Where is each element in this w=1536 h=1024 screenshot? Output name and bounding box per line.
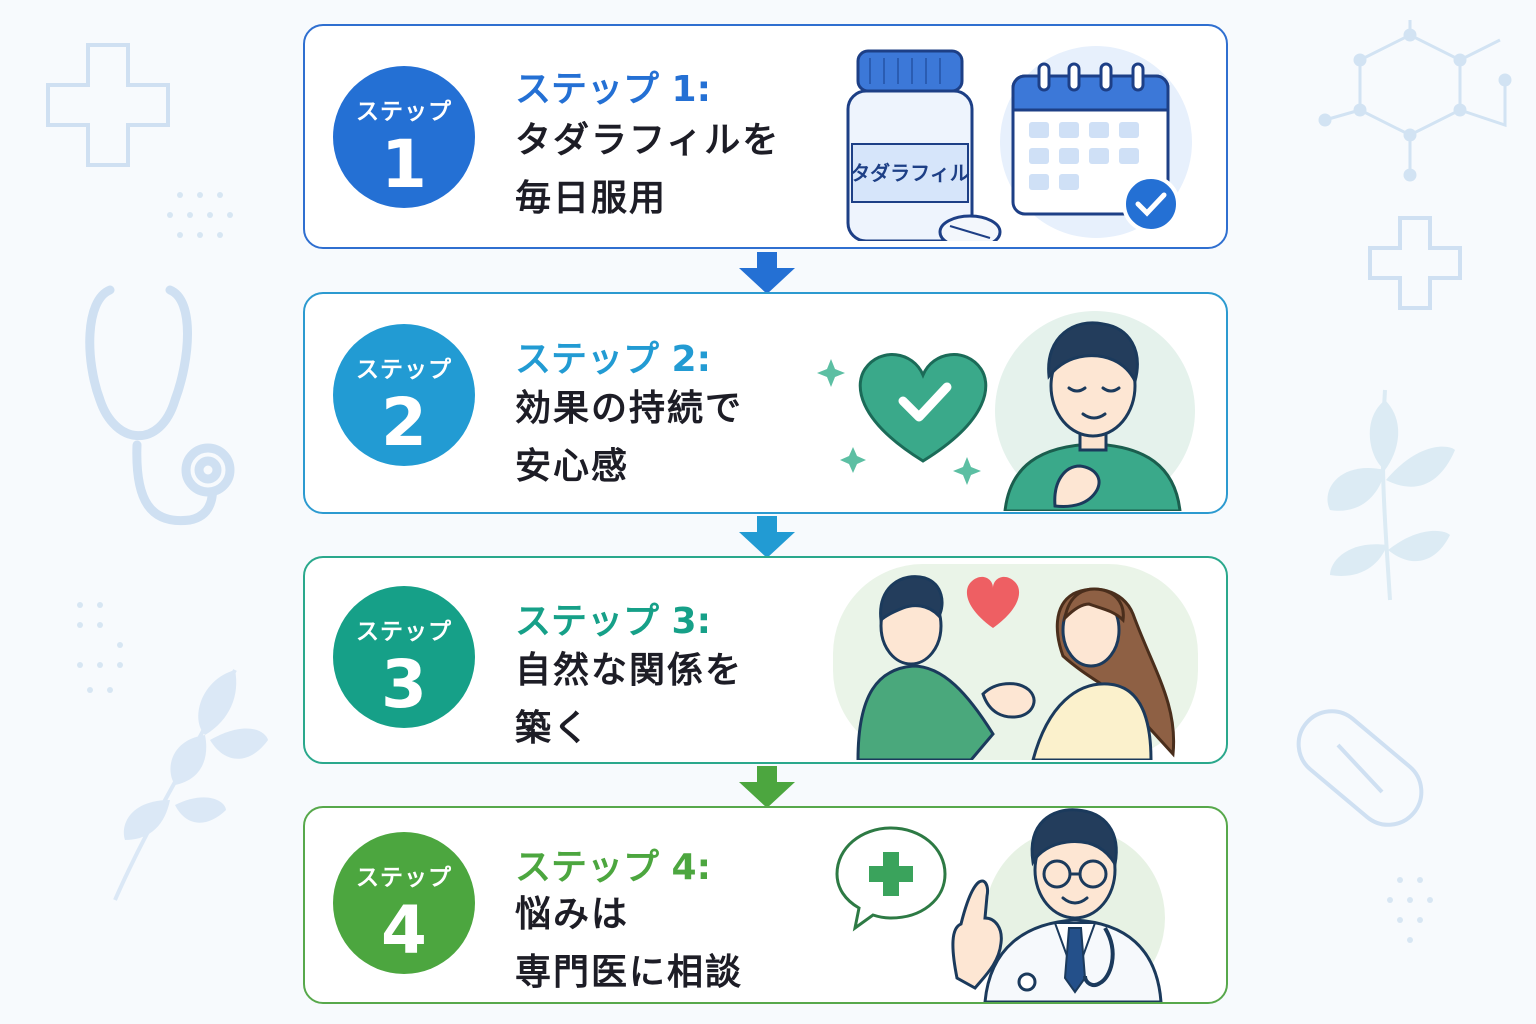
step-card-1: ステップ 1 ステップ 1: タダラフィルを 毎日服用 タダラフィル: [303, 24, 1228, 249]
badge-number: 3: [381, 646, 427, 723]
bottle-label: タダラフィル: [850, 161, 970, 185]
step-badge-1: ステップ 1: [333, 66, 475, 208]
badge-label: ステップ: [356, 619, 452, 645]
pill-bottle-icon: タダラフィル: [846, 49, 1002, 241]
step-heading: ステップ 2:: [515, 339, 711, 380]
leaf-icon: [113, 669, 268, 901]
doctor-icon: [951, 808, 1165, 1002]
man-calm-icon: [995, 311, 1195, 511]
flow-arrow: [739, 252, 795, 294]
medical-cross-icon: [835, 826, 947, 932]
medical-cross-icon: [46, 43, 170, 167]
step-desc-line1: 自然な関係を: [515, 650, 744, 691]
step-desc-line1: 効果の持続で: [515, 388, 744, 429]
step-desc-line2: 毎日服用: [515, 178, 668, 219]
dots-pattern: [77, 192, 1433, 943]
step-desc-line1: タダラフィルを: [515, 120, 781, 161]
step-desc-line2: 安心感: [515, 446, 630, 487]
badge-label: ステップ: [356, 357, 452, 383]
step-heading: ステップ 3:: [515, 601, 711, 642]
badge-label: ステップ: [356, 865, 452, 891]
medical-cross-icon: [1368, 216, 1462, 310]
step-card-2: ステップ 2 ステップ 2: 効果の持続で 安心感: [303, 292, 1228, 514]
step-desc-line2: 築く: [515, 708, 592, 749]
badge-number: 1: [381, 126, 427, 203]
step-badge-3: ステップ 3: [333, 586, 475, 728]
step-description: 自然な関係を 築く: [515, 642, 815, 758]
couple-heart-icon: [833, 564, 1198, 760]
step-badge-2: ステップ 2: [333, 324, 475, 466]
step-badge-4: ステップ 4: [333, 832, 475, 974]
step-card-4: ステップ 4 ステップ 4: 悩みは 専門医に相談: [303, 806, 1228, 1004]
heart-check-icon: [817, 353, 988, 485]
stethoscope-icon: [85, 285, 235, 526]
flow-arrow: [739, 516, 795, 558]
step-card-3: ステップ 3 ステップ 3: 自然な関係を 築く: [303, 556, 1228, 764]
step-desc-line2: 専門医に相談: [515, 952, 744, 993]
calendar-check-icon: [1000, 46, 1192, 238]
step-description: 効果の持続で 安心感: [515, 380, 815, 496]
capsule-icon: [1296, 709, 1424, 827]
step-description: タダラフィルを 毎日服用: [515, 112, 815, 228]
badge-number: 4: [381, 892, 427, 969]
step-description: 悩みは 専門医に相談: [515, 886, 815, 1002]
molecule-icon: [1318, 20, 1512, 182]
leaf-icon: [1327, 389, 1455, 601]
badge-label: ステップ: [356, 99, 452, 125]
badge-number: 2: [381, 384, 427, 461]
step-desc-line1: 悩みは: [515, 894, 630, 935]
step-heading: ステップ 1:: [515, 69, 711, 110]
step-heading: ステップ 4:: [515, 847, 711, 888]
flow-arrow: [739, 766, 795, 808]
